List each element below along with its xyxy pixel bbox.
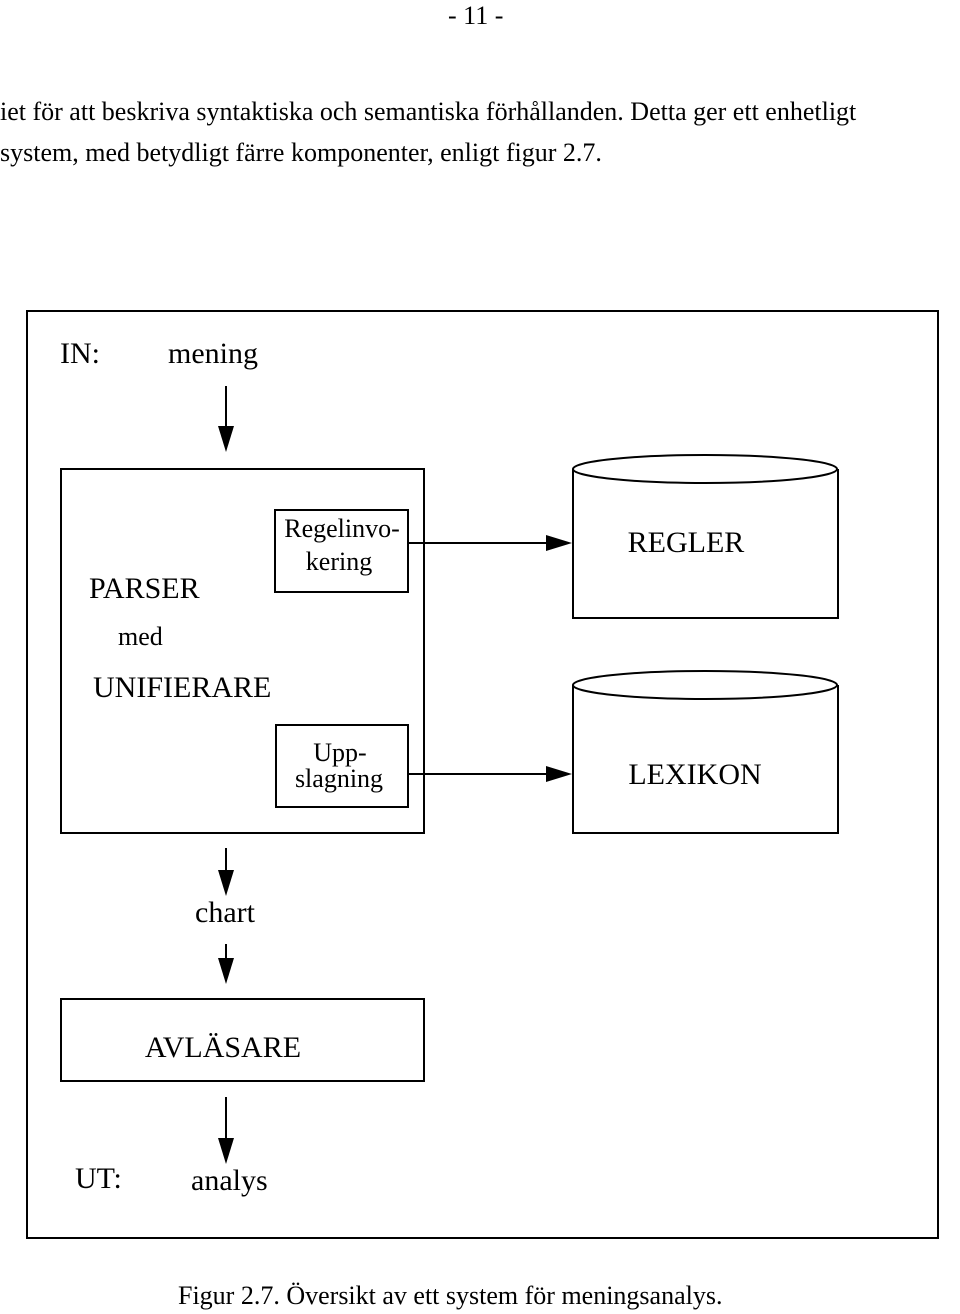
rules-store-label: REGLER [628,526,745,559]
output-value: analys [191,1164,268,1197]
rule-invocation-box [274,509,409,593]
input-arrow [218,386,234,452]
input-value: mening [168,337,258,370]
reader-label: AVLÄSARE [145,1031,301,1064]
rule-invocation-line2: kering [306,547,372,576]
figure-caption: Figur 2.7. Översikt av ett system för me… [178,1281,723,1310]
rules-store-cylinder [572,454,839,619]
lexicon-store-label: LEXIKON [628,758,761,791]
chart-arrow-out [218,944,234,984]
figure-frame [26,310,939,1239]
rule-invocation-line1: Regelinvo- [284,514,400,543]
lexicon-arrow [408,766,572,782]
lookup-line2: slagning [295,764,383,793]
parser-unifier: UNIFIERARE [93,671,271,704]
lookup-line1: Upp- [313,738,366,767]
page-number: - 11 - [448,1,504,30]
lookup-box [275,724,409,808]
input-label: IN: [60,337,100,370]
chart-label: chart [195,896,256,929]
parser-med: med [118,622,163,651]
output-arrow [218,1097,234,1164]
chart-arrow-in [218,848,234,896]
paragraph-line-1: iet för att beskriva syntaktiska och sem… [0,97,857,126]
reader-box [60,998,425,1082]
rules-arrow [408,535,572,551]
parser-box [60,468,425,834]
lexicon-store-cylinder [572,670,839,834]
paragraph-line-2: system, med betydligt färre komponenter,… [0,138,602,167]
parser-title: PARSER [89,572,200,605]
output-label: UT: [75,1162,122,1195]
